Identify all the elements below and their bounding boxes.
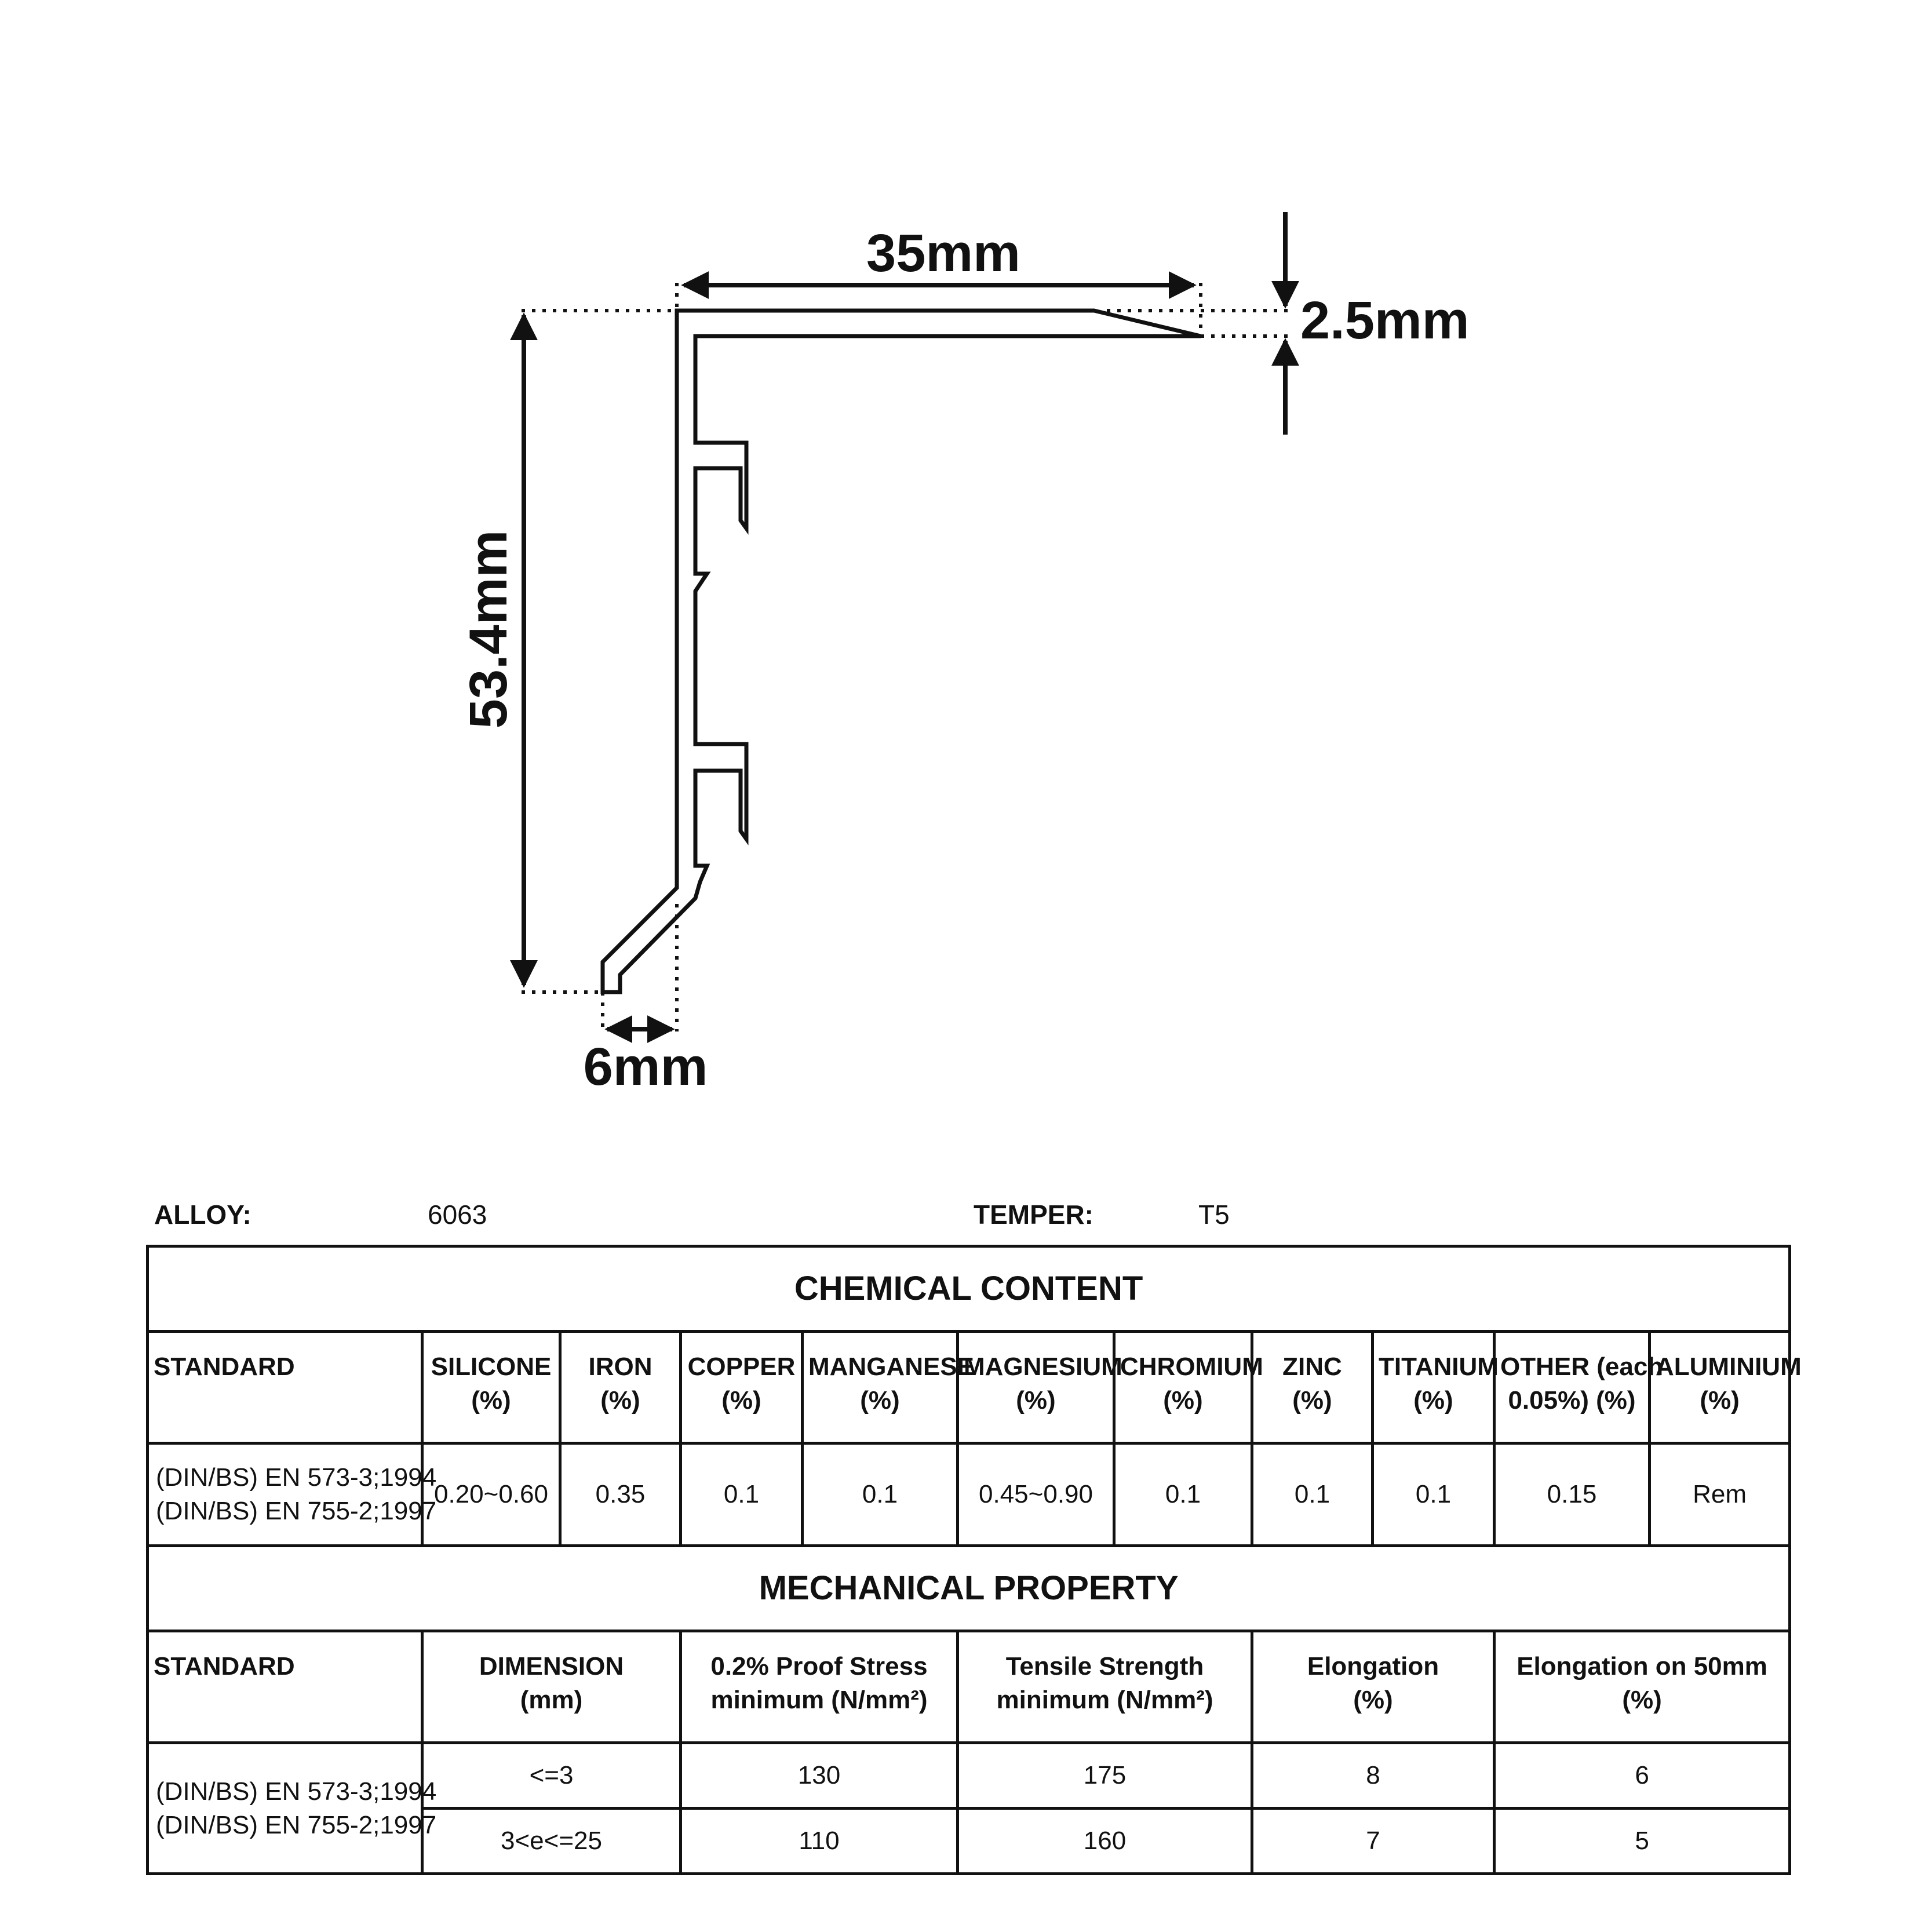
value-elongation: 8 — [1251, 1741, 1496, 1810]
temper-label: TEMPER: — [974, 1200, 1093, 1230]
value-tensile-strength: 160 — [956, 1807, 1253, 1875]
value-aluminium: Rem — [1647, 1442, 1792, 1547]
value-proof-stress: 110 — [679, 1807, 959, 1875]
mechanical-standard-header: STANDARD — [146, 1630, 424, 1744]
extension-lines — [522, 283, 1291, 1031]
chemical-standard-header: STANDARD — [146, 1330, 424, 1445]
value-iron: 0.35 — [559, 1442, 682, 1547]
header-elongation-50mm: Elongation on 50mm(%) — [1492, 1630, 1792, 1744]
mechanical-property-title: MECHANICAL PROPERTY — [145, 1544, 1792, 1632]
value-copper: 0.1 — [679, 1442, 804, 1547]
header-elongation: Elongation(%) — [1251, 1630, 1496, 1744]
header-manganese: MANGANESE(%) — [801, 1330, 974, 1445]
mechanical-standard-cell: (DIN/BS) EN 573-3;1994(DIN/BS) EN 755-2;… — [146, 1741, 436, 1875]
chemical-content-title: CHEMICAL CONTENT — [145, 1245, 1792, 1333]
alloy-value: 6063 — [428, 1200, 487, 1230]
foot-dimension-label: 6mm — [584, 1037, 708, 1096]
header-chromium: CHROMIUM(%) — [1113, 1330, 1263, 1445]
value-proof-stress: 130 — [679, 1741, 959, 1810]
chemical-standard-cell: (DIN/BS) EN 573-3;1994(DIN/BS) EN 755-2;… — [146, 1442, 436, 1547]
value-elongation: 7 — [1251, 1807, 1496, 1875]
header-iron: IRON(%) — [559, 1330, 682, 1445]
value-dimension: <=3 — [421, 1741, 682, 1810]
width-dimension-label: 35mm — [866, 224, 1020, 283]
value-magnesium: 0.45~0.90 — [956, 1442, 1116, 1547]
thickness-dimension-label: 2.5mm — [1300, 291, 1470, 350]
specification-table: CHEMICAL CONTENT STANDARD SILICONE(%) IR… — [145, 1245, 1802, 1875]
chemical-values-row: (DIN/BS) EN 573-3;1994(DIN/BS) EN 755-2;… — [146, 1442, 1792, 1547]
height-dimension-label: 53.4mm — [459, 530, 518, 729]
header-copper: COPPER(%) — [679, 1330, 804, 1445]
value-chromium: 0.1 — [1113, 1442, 1253, 1547]
header-magnesium: MAGNESIUM(%) — [956, 1330, 1122, 1445]
mechanical-row: (DIN/BS) EN 573-3;1994(DIN/BS) EN 755-2;… — [146, 1741, 1792, 1875]
value-elongation-50mm: 6 — [1492, 1741, 1792, 1810]
value-other: 0.15 — [1493, 1442, 1651, 1547]
mechanical-row: 3<e<=25 110 160 7 5 — [148, 1807, 1792, 1875]
value-silicone: 0.20~0.60 — [421, 1442, 562, 1547]
profile-drawing: 35mm 2.5mm 53.4mm 6mm — [459, 212, 1470, 1096]
value-tensile-strength: 175 — [956, 1741, 1253, 1810]
temper-value: T5 — [1198, 1200, 1230, 1230]
header-aluminium: ALUMINIUM(%) — [1647, 1330, 1802, 1445]
value-titanium: 0.1 — [1371, 1442, 1496, 1547]
profile-outline — [600, 308, 1201, 994]
alloy-label: ALLOY: — [154, 1200, 251, 1230]
header-zinc: ZINC(%) — [1251, 1330, 1374, 1445]
value-zinc: 0.1 — [1251, 1442, 1374, 1547]
header-silicone: SILICONE(%) — [421, 1330, 562, 1445]
value-dimension: 3<e<=25 — [421, 1807, 682, 1875]
header-dimension: DIMENSION(mm) — [421, 1630, 682, 1744]
dimension-arrows — [510, 212, 1299, 1043]
header-titanium: TITANIUM(%) — [1371, 1330, 1499, 1445]
value-manganese: 0.1 — [801, 1442, 959, 1547]
value-elongation-50mm: 5 — [1492, 1807, 1792, 1875]
